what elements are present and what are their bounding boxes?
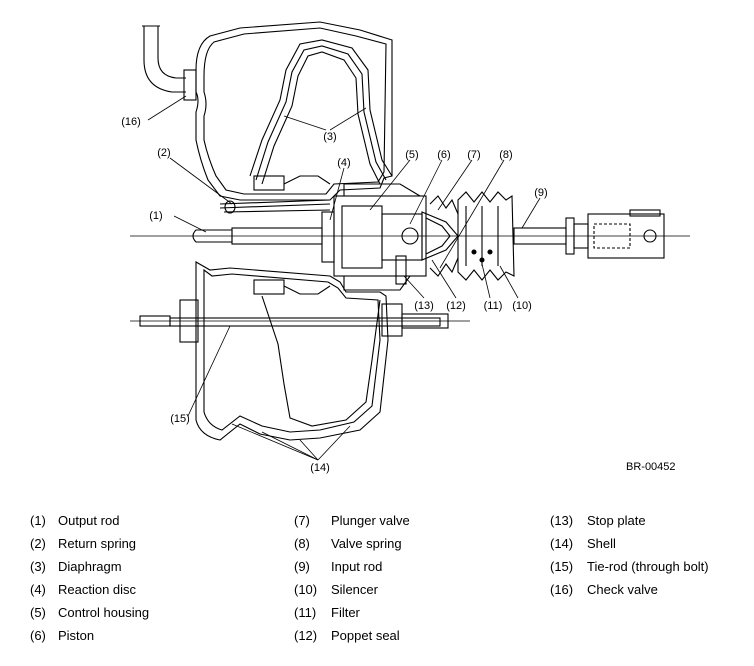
legend-item: (2) Return spring (30, 535, 149, 558)
legend-item-number: (9) (294, 559, 310, 574)
output-rod (192, 211, 335, 263)
legend-item-label: Return spring (58, 536, 137, 551)
legend-item-number: (13) (550, 513, 574, 528)
legend-item: (7) Plunger valve (294, 512, 410, 535)
legend-column-2: (7) Plunger valve (8) Valve spring (9) Input … (294, 512, 410, 650)
legend-item: (8) Valve spring (294, 535, 410, 558)
legend-item-number: (6) (30, 628, 46, 643)
shell-lower (195, 261, 389, 441)
callout-7: (7) (467, 149, 480, 161)
legend-item-label: Silencer (331, 582, 378, 597)
legend-item-number: (14) (550, 536, 574, 551)
legend-item-label: Shell (587, 536, 616, 551)
legend-item-label: Check valve (587, 582, 658, 597)
legend-item-number: (10) (294, 582, 318, 597)
input-rod (513, 209, 665, 259)
legend-item: (15) Tie-rod (through bolt) (550, 558, 709, 581)
document-code: BR-00452 (626, 461, 676, 473)
callout-1: (1) (149, 210, 162, 222)
legend-item-label: Piston (58, 628, 95, 643)
legend-item-label: Valve spring (331, 536, 402, 551)
legend-item: (9) Input rod (294, 558, 410, 581)
legend-item-number: (3) (30, 559, 46, 574)
legend-item-label: Output rod (58, 513, 120, 528)
legend-item: (11) Filter (294, 604, 410, 627)
legend-item-number: (12) (294, 628, 318, 643)
callout-12: (12) (446, 300, 466, 312)
brake-booster-diagram: (1) (2) (3) (4) (5) (6) (7) (8) (9) (10)… (121, 21, 690, 474)
callout-16: (16) (121, 116, 141, 128)
legend-item-number: (2) (30, 536, 46, 551)
legend-item-number: (11) (294, 605, 317, 620)
legend-item-number: (4) (30, 582, 46, 597)
tie-rod (130, 299, 470, 343)
legend-column-1: (1) Output rod (2) Return spring (3) Diaphrag… (30, 512, 149, 650)
legend-item-label: Plunger valve (331, 513, 410, 528)
callout-labels: (1) (2) (3) (4) (5) (6) (7) (8) (9) (10)… (121, 116, 548, 474)
callout-11: (11) (484, 300, 503, 312)
legend-item-label: Tie-rod (through bolt) (587, 559, 709, 574)
callout-2: (2) (157, 147, 170, 159)
legend-item: (3) Diaphragm (30, 558, 149, 581)
callout-6: (6) (437, 149, 450, 161)
legend-item-label: Reaction disc (58, 582, 137, 597)
legend-item-label: Control housing (58, 605, 150, 620)
legend-item-label: Filter (331, 605, 360, 620)
control-housing (333, 183, 427, 291)
leader-lines (147, 95, 541, 461)
legend-item: (6) Piston (30, 627, 149, 650)
legend-item-number: (1) (30, 513, 46, 528)
bellows (457, 191, 515, 281)
callout-8: (8) (499, 149, 512, 161)
legend-item-label: Input rod (331, 559, 383, 574)
legend-item-label: Poppet seal (331, 628, 400, 643)
parts-legend: (1) Output rod (2) Return spring (3) Diaphrag… (0, 512, 754, 662)
legend-item-number: (15) (550, 559, 574, 574)
legend-item: (4) Reaction disc (30, 581, 149, 604)
callout-3: (3) (323, 131, 336, 143)
callout-14: (14) (310, 462, 330, 474)
plunger-valve (421, 195, 459, 277)
return-spring (219, 199, 331, 214)
legend-item: (16) Check valve (550, 581, 709, 604)
callout-10: (10) (512, 300, 532, 312)
legend-item: (12) Poppet seal (294, 627, 410, 650)
legend-item: (1) Output rod (30, 512, 149, 535)
legend-item-number: (8) (294, 536, 310, 551)
legend-item-label: Stop plate (587, 513, 646, 528)
legend-item: (14) Shell (550, 535, 709, 558)
callout-15: (15) (170, 413, 190, 425)
legend-item-number: (5) (30, 605, 46, 620)
legend-column-3: (13) Stop plate (14) Shell (15) Tie-rod (thro… (550, 512, 709, 604)
shell-upper (195, 21, 393, 201)
stop-plate (395, 255, 407, 285)
legend-item-number: (7) (294, 513, 310, 528)
callout-4: (4) (337, 157, 350, 169)
callout-9: (9) (534, 187, 547, 199)
check-valve (142, 25, 197, 101)
legend-item-number: (16) (550, 582, 574, 597)
legend-item: (13) Stop plate (550, 512, 709, 535)
legend-item-label: Diaphragm (58, 559, 122, 574)
callout-13: (13) (414, 300, 434, 312)
legend-item: (5) Control housing (30, 604, 149, 627)
legend-item: (10) Silencer (294, 581, 410, 604)
callout-5: (5) (405, 149, 418, 161)
